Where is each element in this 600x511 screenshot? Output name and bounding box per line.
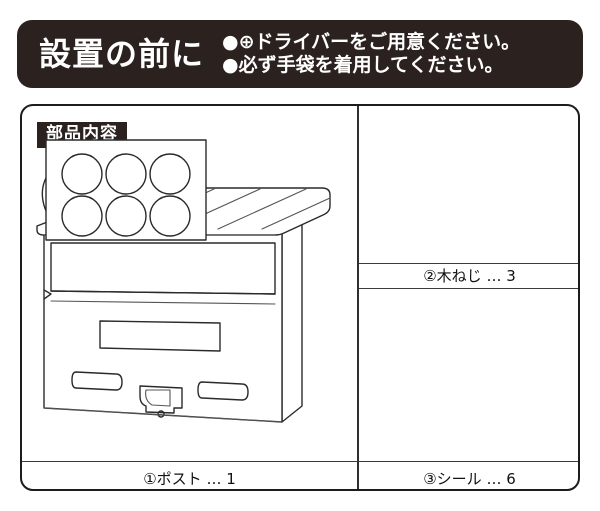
seal-sheet-illustration [42, 128, 217, 263]
header-notes-list: ●⊕ドライバーをご用意ください。 ●必ず手袋を着用してください。 [222, 31, 520, 77]
caption-item-seal: ③シール … 6 [423, 470, 516, 488]
parts-contents-panel: 部品内容 [20, 104, 580, 491]
header-note-gloves: ●必ず手袋を着用してください。 [222, 54, 504, 76]
caption-item-post: ①ポスト … 1 [143, 470, 236, 488]
screw-caption-top-rule [359, 263, 578, 264]
header-banner: 設置の前に ●⊕ドライバーをご用意ください。 ●必ず手袋を着用してください。 [17, 20, 583, 88]
bottom-caption-rule [22, 461, 578, 462]
screw-caption-bottom-rule [359, 288, 578, 289]
page-title: 設置の前に [39, 35, 205, 73]
caption-item-screw: ②木ねじ … 3 [423, 267, 516, 285]
header-note-driver: ●⊕ドライバーをご用意ください。 [222, 30, 521, 53]
column-divider [357, 106, 359, 489]
